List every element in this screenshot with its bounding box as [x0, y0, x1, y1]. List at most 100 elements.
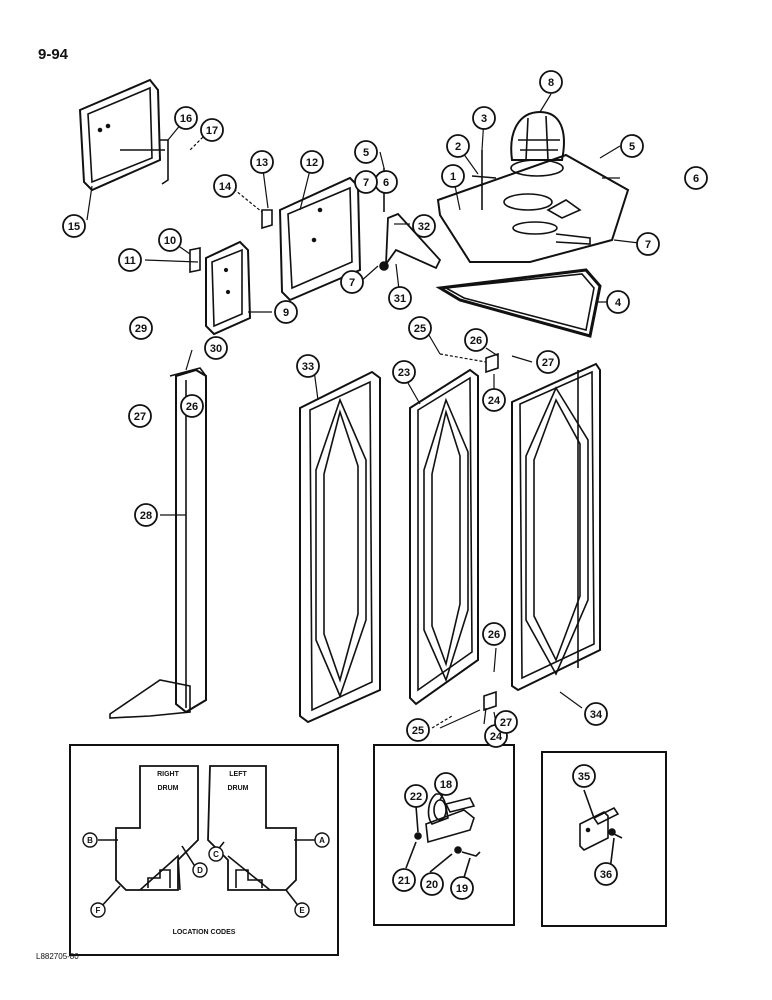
callout-27-label: 27 [134, 411, 146, 423]
callout-24-circle [482, 388, 506, 412]
top-plate-1 [436, 110, 630, 263]
callout-36-circle [594, 862, 618, 886]
callout-32-label: 32 [418, 221, 430, 233]
callout-25-circle [408, 316, 432, 340]
callout-22-label: 22 [410, 791, 422, 803]
panel-34 [511, 362, 601, 692]
callout-4-circle [606, 290, 630, 314]
callout-1-circle [441, 164, 465, 188]
location-marker-d-label: D [197, 866, 203, 875]
callout-29-circle [129, 316, 153, 340]
callout-25-circle [406, 718, 430, 742]
callout-30-label: 30 [210, 343, 222, 355]
callout-5-label: 5 [363, 147, 369, 159]
callout-8-label: 8 [548, 77, 554, 89]
callout-22-circle [404, 784, 428, 808]
location-marker-d-circle [192, 862, 208, 878]
panel-33 [299, 370, 381, 724]
callout-7-label: 7 [363, 177, 369, 189]
callout-12-circle [300, 150, 324, 174]
location-marker-e-label: E [299, 906, 305, 915]
callout-5-label: 5 [629, 141, 635, 153]
callout-16-label: 16 [180, 113, 192, 125]
callout-10-circle [158, 228, 182, 252]
page-number: 9-94 [38, 46, 69, 63]
location-marker-f-label: F [96, 906, 101, 915]
location-codes-title: LOCATION CODES [173, 929, 236, 936]
callout-12-label: 12 [306, 157, 318, 169]
callout-27-circle [128, 404, 152, 428]
location-marker-e-circle [294, 902, 310, 918]
window-12 [261, 176, 362, 302]
callout-26-label: 26 [186, 401, 198, 413]
callout-35-circle [572, 764, 596, 788]
callout-26-label: 26 [488, 629, 500, 641]
right-drum-label-1: RIGHT [157, 771, 180, 778]
window-15 [78, 78, 169, 192]
callout-33-label: 33 [302, 361, 314, 373]
callout-7-label: 7 [349, 277, 355, 289]
callout-11-label: 11 [124, 255, 136, 267]
callout-2-circle [446, 134, 470, 158]
callout-24-label: 24 [488, 395, 501, 407]
callout-23-circle [392, 360, 416, 384]
callout-31-circle [388, 286, 412, 310]
callout-18-circle [434, 772, 458, 796]
callout-28-circle [134, 503, 158, 527]
callout-19-label: 19 [456, 883, 468, 895]
callout-23-label: 23 [398, 367, 410, 379]
callout-7-circle [354, 170, 378, 194]
callout-3-circle [472, 106, 496, 130]
location-marker-c-circle [208, 846, 224, 862]
callout-16-circle [174, 106, 198, 130]
clip-24-lower [483, 690, 497, 712]
callout-17-label: 17 [206, 125, 218, 137]
location-marker-b-circle [82, 832, 98, 848]
callout-4-label: 4 [615, 297, 622, 309]
location-codes-box [69, 744, 339, 956]
callout-27-label: 27 [500, 717, 512, 729]
callout-6-label: 6 [383, 177, 389, 189]
callout-25-label: 25 [412, 725, 424, 737]
callout-27-label: 27 [542, 357, 554, 369]
location-marker-b-label: B [87, 836, 93, 845]
callout-26-label: 26 [470, 335, 482, 347]
callout-5-circle [620, 134, 644, 158]
callout-27-circle [536, 350, 560, 374]
hinge-box [541, 751, 667, 927]
callout-18-label: 18 [440, 779, 452, 791]
right-drum-label-2: DRUM [158, 785, 179, 792]
callout-19-circle [450, 876, 474, 900]
location-marker-f-circle [90, 902, 106, 918]
callout-2-label: 2 [455, 141, 461, 153]
callout-27-circle [494, 710, 518, 734]
callout-13-circle [250, 150, 274, 174]
callout-10-label: 10 [164, 235, 176, 247]
clip-24 [485, 352, 499, 374]
callout-15-circle [62, 214, 86, 238]
callout-24-label: 24 [490, 731, 503, 743]
callout-17-circle [200, 118, 224, 142]
callout-14-label: 14 [219, 181, 232, 193]
callout-7-label: 7 [645, 239, 651, 251]
location-marker-c-label: C [213, 850, 219, 859]
left-drum-label-1: LEFT [229, 771, 247, 778]
callout-29-label: 29 [135, 323, 147, 335]
callout-5-circle [354, 140, 378, 164]
callout-34-label: 34 [590, 709, 603, 721]
callout-30-circle [204, 336, 228, 360]
callout-21-label: 21 [398, 875, 410, 887]
callout-33-circle [296, 354, 320, 378]
callout-14-circle [213, 174, 237, 198]
location-marker-a-circle [314, 832, 330, 848]
callout-7-circle [340, 270, 364, 294]
callout-6-circle [684, 166, 708, 190]
callout-35-label: 35 [578, 771, 590, 783]
figure-code: L882705-80 [36, 952, 79, 961]
callout-3-label: 3 [481, 113, 487, 125]
seal-4 [435, 268, 602, 338]
callout-15-label: 15 [68, 221, 80, 233]
callout-36-label: 36 [600, 869, 612, 881]
